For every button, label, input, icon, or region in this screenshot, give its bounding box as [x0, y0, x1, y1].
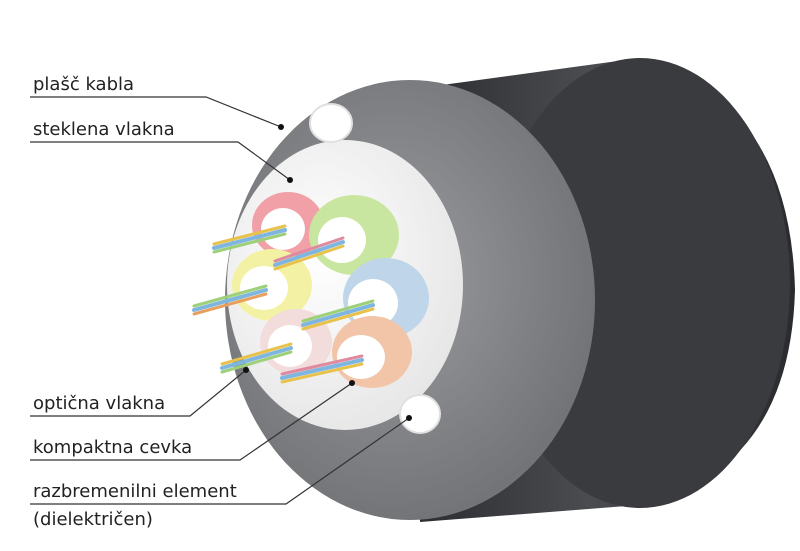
tube-orange: [332, 316, 412, 388]
leader-line-jacket: [30, 96, 282, 128]
leader-dot-strength-member: [406, 415, 412, 421]
leader-dot-glass-fibers: [287, 177, 293, 183]
fiber-bundle-orange-tube: [280, 354, 364, 384]
fiber-bundle-yellow-tube: [192, 284, 268, 316]
strength-member-top: [309, 103, 353, 143]
leader-lines: [30, 96, 410, 505]
leader-line-glass-fibers: [30, 141, 291, 181]
fiber-bundle-red-tube: [212, 224, 287, 254]
fiber-bundle-pink-tube: [220, 342, 293, 374]
fiber-bundle-blue-tube: [301, 299, 375, 331]
leader-line-compact-tube: [30, 382, 353, 461]
label-compact-tube: kompaktna cevka: [33, 437, 193, 458]
leader-dots: [243, 124, 412, 421]
label-strength-member-note: (dielektričen): [33, 509, 153, 530]
strength-member-bottom: [399, 394, 441, 434]
label-jacket: plašč kabla: [33, 74, 135, 95]
fiber-bundles: [192, 224, 375, 384]
label-strength-member: razbremenilni element: [33, 481, 237, 502]
fiber-bundle-green-tube: [273, 236, 345, 271]
label-optical-fibers: optična vlakna: [33, 393, 166, 414]
leader-dot-optical-fibers: [243, 367, 249, 373]
label-glass-fibers: steklena vlakna: [33, 119, 175, 140]
leader-line-strength-member: [30, 417, 410, 505]
leader-dot-compact-tube: [349, 380, 355, 386]
leader-dot-jacket: [278, 124, 284, 130]
leader-line-optical-fibers: [30, 369, 247, 417]
